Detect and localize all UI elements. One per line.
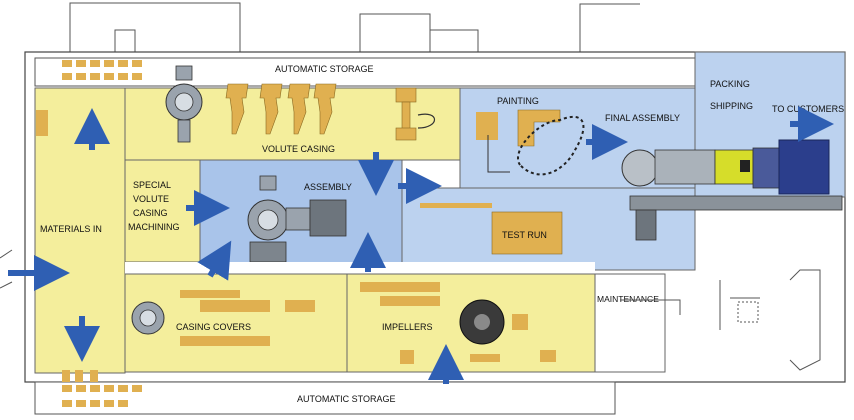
assembly-bench bbox=[420, 203, 492, 208]
volute-casing-label: VOLUTE CASING bbox=[262, 144, 335, 154]
automatic-storage-top-label: AUTOMATIC STORAGE bbox=[275, 64, 374, 74]
casing-covers-label: CASING COVERS bbox=[176, 322, 251, 332]
automatic-storage-bottom-label: AUTOMATIC STORAGE bbox=[297, 394, 396, 404]
left-entrance bbox=[0, 249, 13, 289]
maintenance-label: MAINTENANCE bbox=[597, 294, 659, 304]
storage-racks-top bbox=[62, 60, 142, 80]
painting-label: PAINTING bbox=[497, 96, 539, 106]
materials-in-label: MATERIALS IN bbox=[40, 224, 102, 234]
paint-conveyor bbox=[517, 115, 585, 176]
material-block bbox=[36, 110, 48, 136]
to-customers-label: TO CUSTOMERS bbox=[772, 104, 844, 114]
lower-corridor bbox=[125, 262, 595, 274]
packing-label: PACKING bbox=[710, 79, 750, 89]
roof-outline bbox=[69, 2, 640, 52]
automatic-storage-top-zone bbox=[34, 57, 736, 87]
volute-pump-icon bbox=[165, 65, 203, 143]
volute-machines bbox=[225, 83, 417, 141]
special-label-1: SPECIAL bbox=[133, 180, 171, 190]
maintenance-box bbox=[737, 301, 759, 323]
special-label-2: VOLUTE bbox=[133, 194, 169, 204]
assembly-label: ASSEMBLY bbox=[304, 182, 352, 192]
storage-racks-bottom bbox=[62, 370, 142, 407]
casing-cover-machines bbox=[180, 290, 315, 346]
paint-piping bbox=[487, 135, 510, 173]
impeller-machines bbox=[360, 282, 556, 364]
impellers-label: IMPELLERS bbox=[382, 322, 433, 332]
assembly-pump-icon bbox=[247, 175, 347, 263]
machine-cable bbox=[417, 113, 436, 129]
arrow-up-assembly bbox=[197, 240, 232, 281]
test-run-zone bbox=[491, 211, 563, 255]
test-run-label: TEST RUN bbox=[502, 230, 547, 240]
special-label-4: MACHINING bbox=[128, 222, 180, 232]
shipping-label: SHIPPING bbox=[710, 101, 753, 111]
paint-booth bbox=[476, 112, 498, 140]
maintenance-outline bbox=[620, 280, 760, 330]
automatic-storage-bottom-zone bbox=[34, 381, 616, 415]
special-label-3: CASING bbox=[133, 208, 168, 218]
maintenance-zone bbox=[594, 273, 666, 373]
right-exterior-outline bbox=[789, 269, 821, 371]
final-assembly-label: FINAL ASSEMBLY bbox=[605, 113, 680, 123]
flow-arrows bbox=[8, 106, 834, 384]
